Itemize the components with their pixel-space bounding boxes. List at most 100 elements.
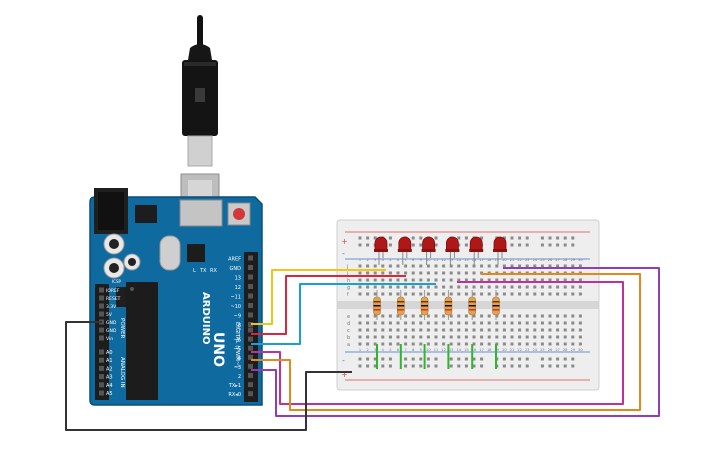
column-number: 9 xyxy=(420,348,422,352)
header-pin xyxy=(99,335,104,341)
digital-pwm-label: DIGITAL (PWM~) xyxy=(234,322,240,368)
resistor-band xyxy=(373,305,381,307)
header-pin xyxy=(248,354,253,360)
rail-minus-top-label: - xyxy=(342,249,345,258)
wire-blue xyxy=(251,283,436,345)
resistor-band xyxy=(468,309,476,311)
led xyxy=(398,236,412,251)
arduino-model-label: UNO xyxy=(210,332,226,367)
column-number: 20 xyxy=(502,348,506,352)
header-pin xyxy=(99,390,104,396)
resistor-band xyxy=(397,309,405,311)
digital-pin-label: ~10 xyxy=(230,304,241,310)
l-led-label: L xyxy=(193,268,196,274)
column-number: 25 xyxy=(540,258,544,262)
resistor-band xyxy=(492,305,500,307)
column-number: 27 xyxy=(555,348,559,352)
header-pin xyxy=(248,293,253,299)
header-pin xyxy=(248,274,253,280)
digital-pin-label: ~9 xyxy=(234,314,241,320)
column-number: 23 xyxy=(525,258,529,262)
resistor-band xyxy=(397,305,405,307)
power-pin-label: IOREF xyxy=(106,288,120,294)
arduino-board: ARDUINO UNO DIGITAL (PWM~) POWER ANALOG … xyxy=(89,188,263,406)
column-number: 17 xyxy=(479,258,483,262)
column-number: 24 xyxy=(533,258,538,262)
wire-yellow xyxy=(251,269,386,325)
digital-pin-label: ~6 xyxy=(234,338,241,344)
column-number: 14 xyxy=(457,258,462,262)
analog-pin-label: A1 xyxy=(106,358,113,364)
digital-pin-label: 12 xyxy=(235,285,241,291)
header-pin xyxy=(248,312,253,318)
analog-pin-label: A3 xyxy=(106,375,113,381)
column-number: 20 xyxy=(502,258,506,262)
resistor-band xyxy=(444,301,452,303)
analog-pin-label: A0 xyxy=(106,350,113,356)
column-number: 18 xyxy=(487,258,491,262)
resistor-band xyxy=(444,309,452,311)
resistor-band xyxy=(444,305,452,307)
column-number: 28 xyxy=(563,348,567,352)
resistor-band xyxy=(492,301,500,303)
column-number: 28 xyxy=(563,258,567,262)
led-base xyxy=(397,249,412,252)
power-pin-label: 5V xyxy=(106,312,113,318)
breadboard-holes xyxy=(358,236,582,368)
row-letter: c xyxy=(347,328,350,334)
column-number: 3 xyxy=(374,258,376,262)
column-number: 15 xyxy=(464,348,468,352)
header-pin xyxy=(248,284,253,289)
row-letter: f xyxy=(347,292,349,298)
header-pin xyxy=(99,327,104,333)
resistor-band xyxy=(373,301,381,303)
led-base xyxy=(421,249,436,252)
led xyxy=(469,236,483,251)
digital-pin-label: 8 xyxy=(238,323,241,329)
column-number: 26 xyxy=(548,348,552,352)
column-number: 25 xyxy=(540,348,544,352)
header-pin xyxy=(248,391,253,397)
column-number: 18 xyxy=(487,348,491,352)
row-letter: b xyxy=(347,335,350,341)
column-number: 26 xyxy=(548,258,552,262)
led xyxy=(374,236,388,251)
digital-pin-label: 4 xyxy=(238,356,241,362)
header-pin xyxy=(248,255,253,261)
led xyxy=(493,236,507,251)
column-number: 11 xyxy=(434,348,438,352)
header-pin xyxy=(248,327,253,333)
row-letter: d xyxy=(347,321,350,327)
column-number: 5 xyxy=(389,258,391,262)
header-pin xyxy=(99,349,104,355)
analog-pin-label: A4 xyxy=(106,383,113,389)
power-pin-label: GND xyxy=(106,328,117,334)
column-number: 1 xyxy=(359,258,361,262)
led xyxy=(422,236,435,251)
column-number: 24 xyxy=(533,348,538,352)
column-number: 1 xyxy=(359,348,361,352)
column-number: 16 xyxy=(472,348,476,352)
row-letter: e xyxy=(347,314,350,320)
header-pin xyxy=(99,287,104,293)
column-number: 10 xyxy=(426,258,430,262)
header-pin xyxy=(99,374,104,380)
digital-pin-label: GND xyxy=(230,266,242,272)
column-number: 12 xyxy=(441,348,445,352)
column-number: 21 xyxy=(510,258,514,262)
wires xyxy=(65,267,660,431)
analog-pin-label: A2 xyxy=(106,366,113,372)
rx-led-label: RX xyxy=(210,268,217,274)
header-pin xyxy=(99,303,104,309)
column-number: 27 xyxy=(555,258,559,262)
digital-pin-label: ~3 xyxy=(234,365,241,371)
resistor-band xyxy=(421,305,429,307)
led xyxy=(446,236,459,251)
digital-pin-label: ~5 xyxy=(234,347,241,353)
column-number: 8 xyxy=(412,348,414,352)
column-number: 23 xyxy=(525,348,529,352)
wire-magenta xyxy=(251,281,624,405)
column-number: 9 xyxy=(420,258,422,262)
column-number: 29 xyxy=(571,348,575,352)
